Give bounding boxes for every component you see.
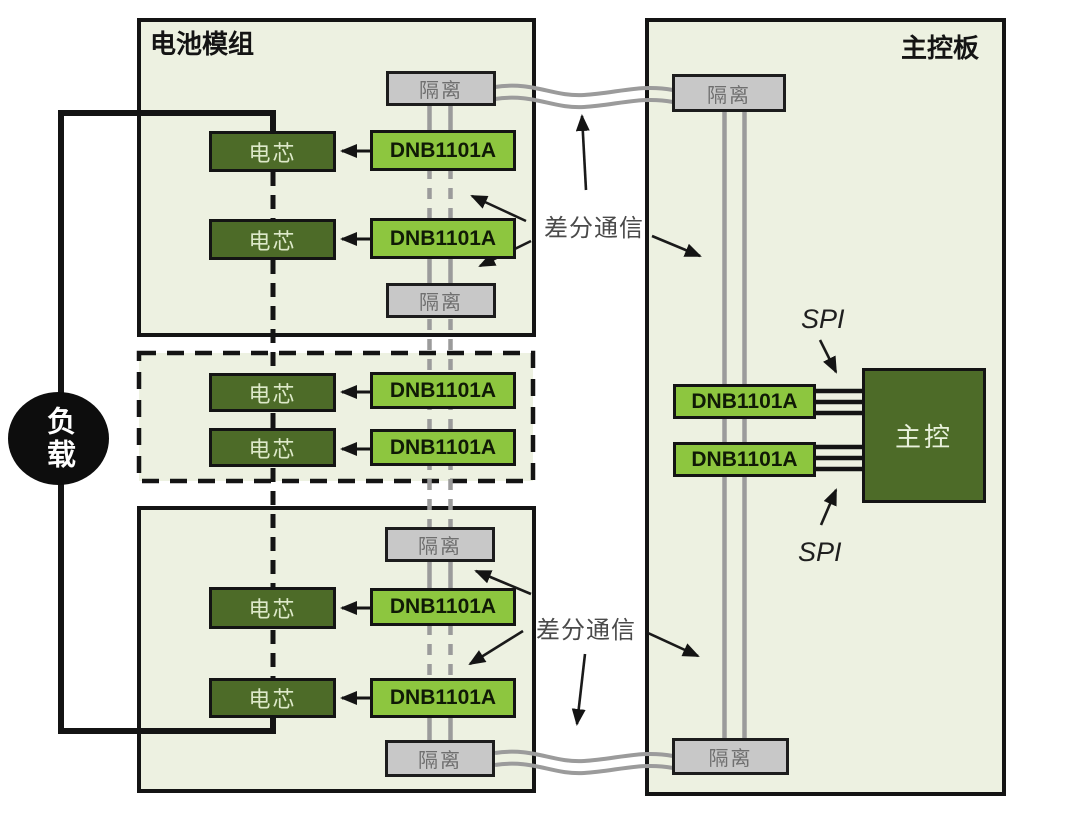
spi-bus-bottom: [815, 444, 862, 472]
board-link-bottom: [494, 749, 674, 776]
isolator: 隔离: [386, 71, 496, 106]
load-circle: 负载: [8, 392, 109, 485]
diff-comm-label-top: 差分通信: [544, 215, 644, 242]
isolator: 隔离: [385, 740, 495, 777]
battery-cell: 电芯: [209, 131, 336, 172]
spi-label-bottom: SPI: [798, 537, 842, 567]
spi-label-top: SPI: [801, 304, 845, 334]
dnb1101a-chip: DNB1101A: [370, 429, 516, 466]
battery-cell: 电芯: [209, 678, 336, 718]
isolator: 隔离: [385, 527, 495, 562]
battery-cell: 电芯: [209, 587, 336, 629]
main-controller: 主控: [862, 368, 986, 503]
battery-module-title: 电池模组: [150, 29, 255, 59]
dnb1101a-chip: DNB1101A: [673, 442, 816, 477]
spi-arrows: [818, 339, 838, 526]
battery-cell: 电芯: [209, 219, 336, 260]
diff-comm-label-bottom: 差分通信: [536, 617, 636, 644]
diff-comm-bottom-arrows: [468, 569, 700, 726]
battery-cell: 电芯: [209, 428, 336, 467]
board-link-top: [494, 83, 674, 110]
dnb1101a-chip: DNB1101A: [370, 678, 516, 718]
load-wire-bottom: [58, 482, 276, 734]
diff-pair-battery: [427, 106, 453, 741]
spi-bus-top: [815, 388, 862, 416]
load-wire-top: [58, 110, 276, 394]
dnb1101a-chip: DNB1101A: [370, 588, 516, 626]
dnb1101a-chip: DNB1101A: [370, 130, 516, 171]
dnb1101a-chip: DNB1101A: [673, 384, 816, 419]
isolator: 隔离: [386, 283, 496, 318]
diff-pair-main-board: [722, 110, 747, 740]
chip-to-cell-arrow: [340, 144, 370, 705]
main-board-title: 主控板: [901, 33, 980, 63]
isolator: 隔离: [672, 74, 786, 112]
diff-comm-top-arrows: [470, 114, 702, 268]
dnb1101a-chip: DNB1101A: [370, 372, 516, 409]
battery-cell: 电芯: [209, 373, 336, 412]
dnb1101a-chip: DNB1101A: [370, 218, 516, 259]
isolator: 隔离: [672, 738, 789, 775]
